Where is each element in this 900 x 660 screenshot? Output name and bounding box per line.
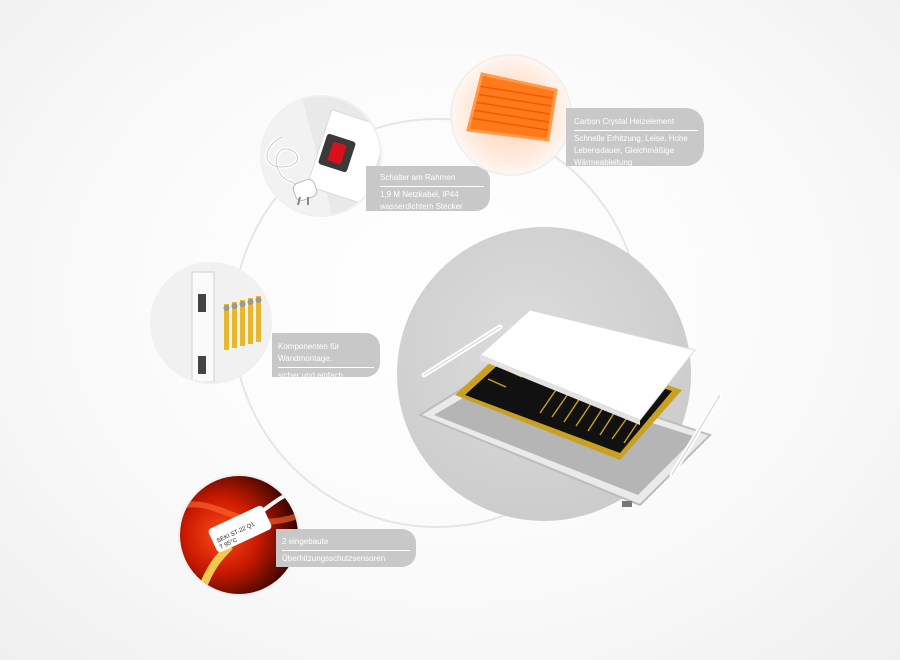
sensor-label: 2 eingebaute Überhitzungsschutzsensoren [276,529,416,567]
switch-title: Schalter am Rahmen [380,172,484,187]
carbon-label: Carbon Crystal Heizelement Schnelle Erhi… [566,108,704,167]
wall-line3: sicher und einfach [278,371,343,380]
wall-line1: Komponenten für [278,342,340,351]
corner-screw [622,501,632,507]
red-rocker-switch-icon [327,141,347,165]
wall-line2: Wandmontage, [278,353,374,368]
wall-mount-thumb [152,264,270,382]
carbon-line2: Lebensdauer, Gleichmäßige [574,146,675,155]
carbon-line1: Schnelle Erhitzung, Leise, Hohe [574,134,688,143]
wall-mount-label: Komponenten für Wandmontage, sicher und … [272,333,380,380]
switch-label: Schalter am Rahmen 1,9 M Netzkabel, IP44… [366,166,490,211]
front-panel-edge [480,355,640,425]
sensor-line1: 2 eingebaute [282,536,410,551]
switch-cable-thumb [262,97,380,215]
left-rail-edge [423,326,501,376]
right-rail-edge [671,394,721,476]
carbon-element-thumb [452,56,570,174]
switch-line2: wasserdichtem Stecker [380,202,463,211]
sensor-body [208,505,272,553]
carbon-title: Carbon Crystal Heizelement [574,116,698,131]
exploded-heater-panel [417,309,723,507]
wall-anchor-icon [223,296,262,350]
switch-line1: 1,9 M Netzkabel, IP44 [380,190,459,199]
orange-heating-element [468,74,556,140]
sensor-line2: Überhitzungsschutzsensoren [282,554,386,563]
carbon-line3: Wärmeableitung [574,158,633,167]
